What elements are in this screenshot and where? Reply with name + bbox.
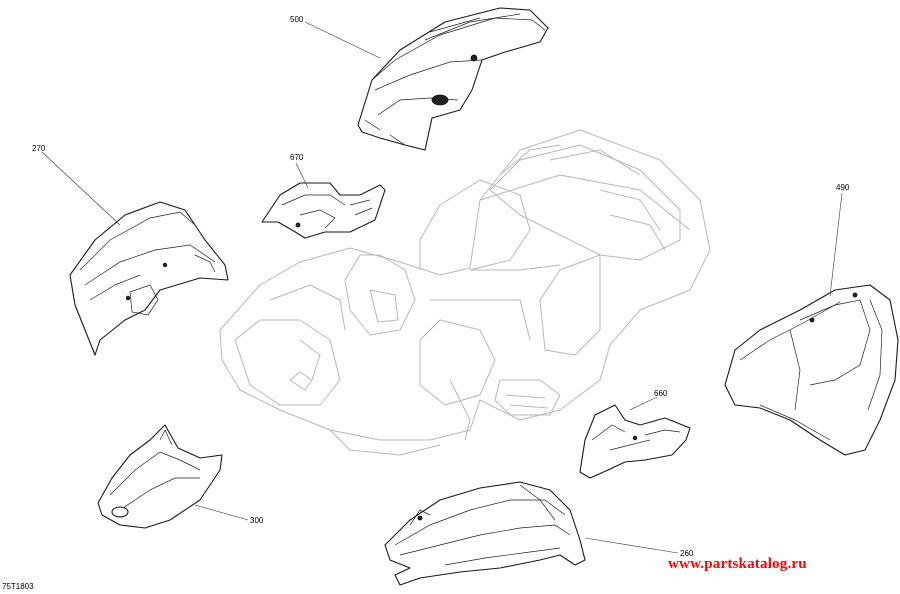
drawing-code: 75T1803 <box>2 582 34 591</box>
part-660-bracket <box>579 404 691 479</box>
callout-labels: 500 270 670 490 660 300 260 <box>32 15 850 558</box>
part-270-front-fender <box>69 201 229 356</box>
watermark[interactable]: www.partskatalog.ru <box>668 556 807 572</box>
part-260-front-lower-fender <box>384 481 586 586</box>
part-300-front-nose <box>97 424 223 529</box>
part-670-bracket <box>261 182 386 239</box>
callout-660: 660 <box>654 389 668 398</box>
callout-490: 490 <box>836 183 850 192</box>
part-490-side-panel <box>724 284 899 456</box>
part-500-rear-fender <box>357 7 549 151</box>
callout-500: 500 <box>290 15 304 24</box>
callout-670: 670 <box>290 153 304 162</box>
fender-hole-icon <box>431 94 449 106</box>
vehicle-frame-ghost <box>219 129 711 456</box>
callout-260: 260 <box>680 549 694 558</box>
callout-270: 270 <box>32 144 46 153</box>
leader-lines <box>41 21 843 554</box>
callout-300: 300 <box>250 516 264 525</box>
